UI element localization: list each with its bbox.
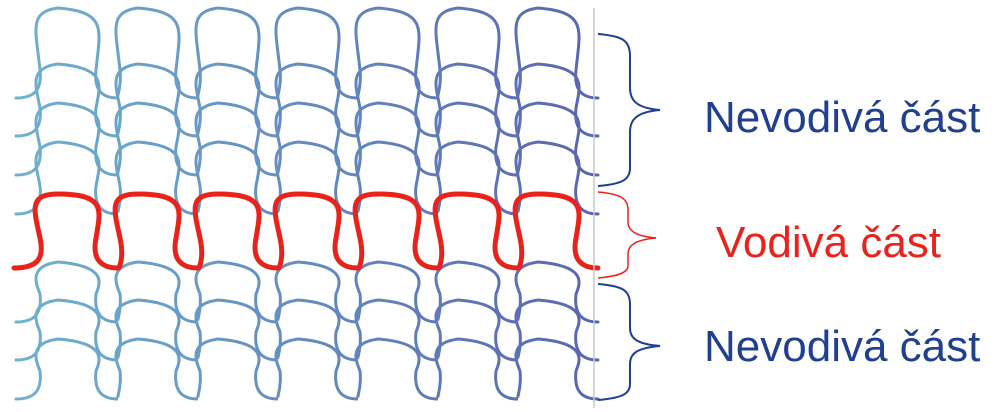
yarn-row <box>14 101 600 177</box>
conductive-yarn <box>11 191 601 271</box>
bracket-middle <box>597 191 657 279</box>
yarn-row <box>14 62 600 138</box>
nonconductive-yarn-rows <box>14 6 600 401</box>
nonconductive-part-label-top: Nevodivá část <box>704 93 981 142</box>
nonconductive-part-label-bottom: Nevodivá část <box>704 322 981 371</box>
yarn-row <box>14 337 600 401</box>
conductive-yarn-row <box>11 191 601 271</box>
bracket-bottom <box>597 283 661 401</box>
yarn-row <box>14 298 600 362</box>
yarn-row <box>14 140 600 216</box>
yarn-row <box>14 260 600 324</box>
bracket-top <box>597 33 661 187</box>
yarn-row <box>14 6 600 100</box>
conductive-part-label: Vodivá část <box>716 218 942 267</box>
